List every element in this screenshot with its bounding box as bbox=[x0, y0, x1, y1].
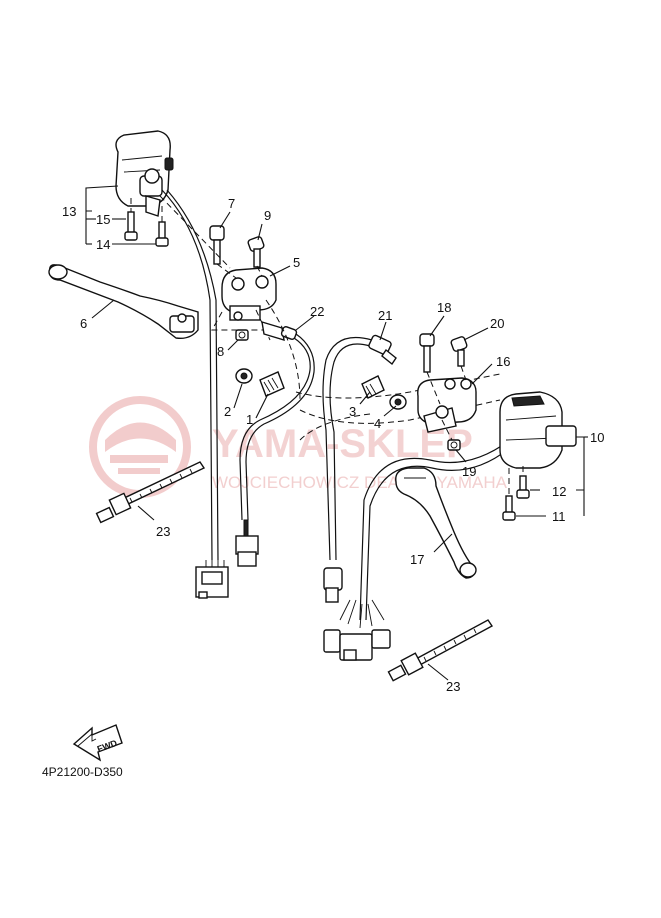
brake-lever-holder bbox=[417, 377, 477, 433]
clutch-switch bbox=[239, 321, 315, 521]
callout-21: 21 bbox=[378, 308, 392, 323]
callout-15: 15 bbox=[96, 212, 110, 227]
callout-9: 9 bbox=[264, 208, 271, 223]
right-switch-connectors bbox=[323, 599, 391, 661]
callout-7: 7 bbox=[228, 196, 235, 211]
fwd-arrow-icon: FWD bbox=[72, 724, 123, 762]
callout-20: 20 bbox=[490, 316, 504, 331]
bolt-7 bbox=[209, 225, 225, 265]
leader-lines bbox=[85, 185, 588, 681]
callout-8: 8 bbox=[217, 344, 224, 359]
callout-17: 17 bbox=[410, 552, 424, 567]
nut-8 bbox=[235, 329, 249, 341]
callout-23-left: 23 bbox=[156, 524, 170, 539]
bolt-20 bbox=[450, 336, 468, 367]
brake-switch-connector bbox=[323, 567, 343, 603]
callout-2: 2 bbox=[224, 404, 231, 419]
adjuster-3 bbox=[361, 375, 385, 399]
bolt-9 bbox=[247, 236, 265, 268]
callout-4: 4 bbox=[374, 416, 381, 431]
callout-10: 10 bbox=[590, 430, 604, 445]
clutch-switch-connector bbox=[235, 519, 259, 567]
callout-18: 18 bbox=[437, 300, 451, 315]
callout-11: 11 bbox=[552, 509, 566, 524]
front-brake-switch bbox=[368, 334, 397, 366]
callout-labels: 1 2 3 4 5 6 7 8 9 10 11 12 13 14 15 16 1… bbox=[62, 196, 604, 694]
adjuster-1 bbox=[259, 371, 285, 397]
cable-tie-right bbox=[387, 619, 494, 682]
callout-12: 12 bbox=[552, 484, 566, 499]
callout-22: 22 bbox=[310, 304, 324, 319]
clutch-lever bbox=[48, 264, 199, 340]
callout-14: 14 bbox=[96, 237, 110, 252]
bolt-18 bbox=[419, 333, 435, 373]
callout-16: 16 bbox=[496, 354, 510, 369]
right-handlebar-switch bbox=[499, 391, 577, 469]
screw-12 bbox=[516, 475, 530, 499]
callout-23-right: 23 bbox=[446, 679, 460, 694]
screw-11 bbox=[502, 495, 516, 521]
washer-4 bbox=[389, 394, 407, 410]
washer-2 bbox=[235, 368, 253, 384]
callout-1: 1 bbox=[246, 412, 253, 427]
left-switch-connector bbox=[195, 560, 229, 599]
callout-5: 5 bbox=[293, 255, 300, 270]
diagram-code: 4P21200-D350 bbox=[42, 765, 123, 779]
callout-3: 3 bbox=[349, 404, 356, 419]
callout-19: 19 bbox=[462, 464, 476, 479]
cable-tie-left bbox=[95, 461, 206, 524]
screw-15 bbox=[124, 211, 138, 241]
clutch-lever-holder bbox=[221, 267, 277, 321]
callout-13: 13 bbox=[62, 204, 76, 219]
nut-19 bbox=[447, 439, 461, 451]
left-handlebar-switch bbox=[115, 130, 174, 217]
screw-14 bbox=[155, 221, 169, 247]
brake-lever bbox=[395, 467, 477, 579]
callout-6: 6 bbox=[80, 316, 87, 331]
